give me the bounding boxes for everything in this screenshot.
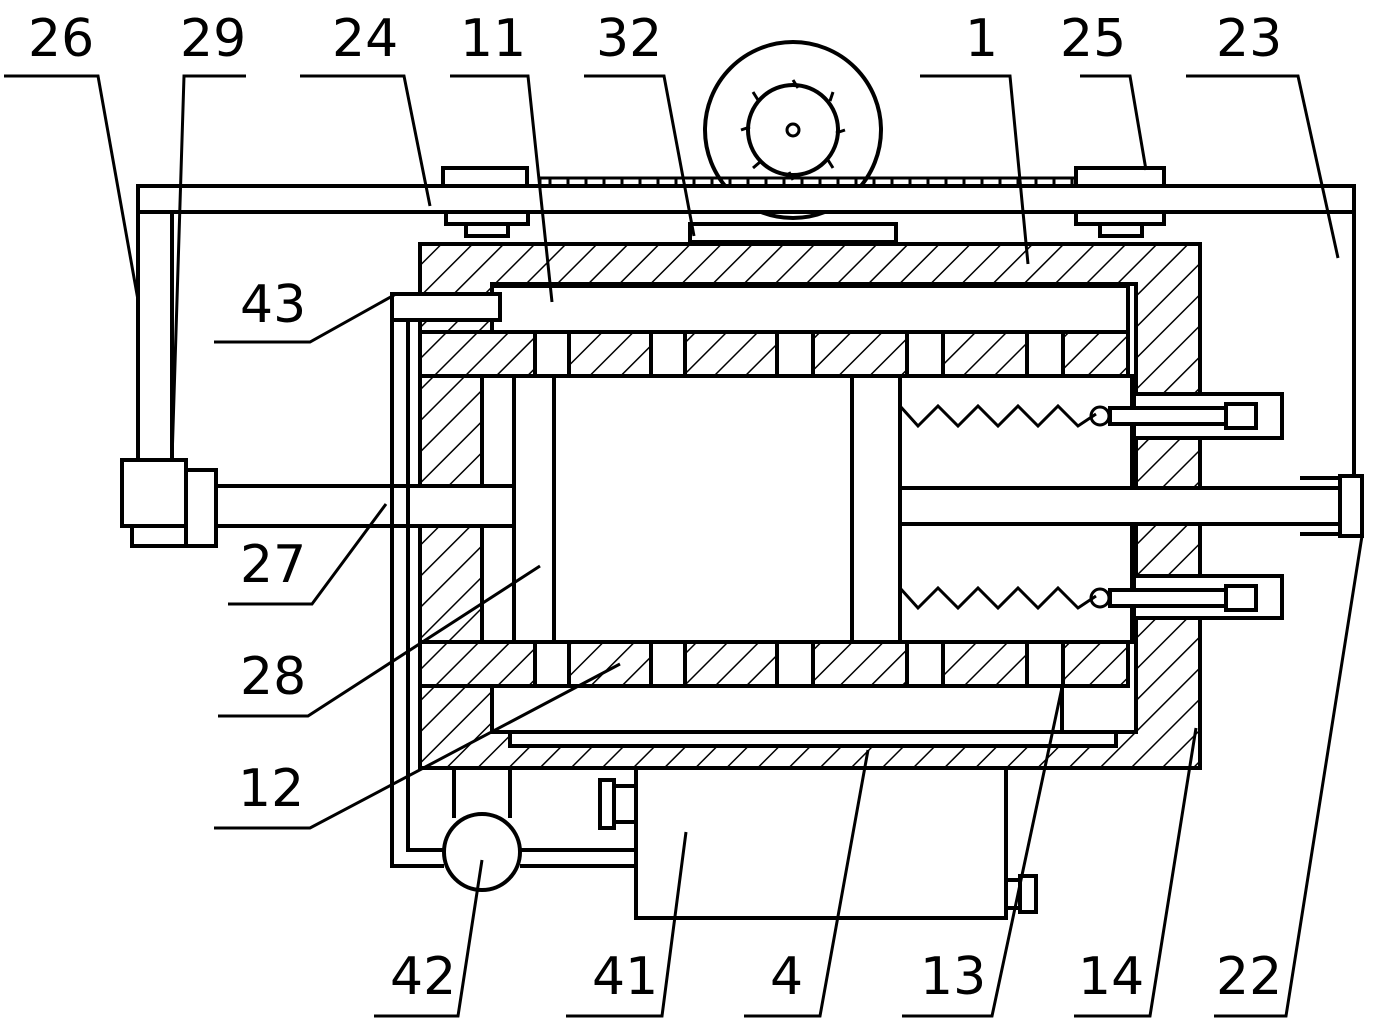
label-26: 26 xyxy=(28,9,94,69)
label-14: 14 xyxy=(1078,947,1144,1007)
label-11: 11 xyxy=(460,9,526,69)
bottom-labels: 42 41 4 13 14 22 xyxy=(390,947,1282,1007)
top-labels: 26 29 24 11 32 1 25 23 xyxy=(28,9,1282,69)
label-23: 23 xyxy=(1216,9,1282,69)
left-motor xyxy=(120,458,188,528)
label-41: 41 xyxy=(592,947,658,1007)
label-43: 43 xyxy=(240,275,306,335)
lower-cylinder xyxy=(1089,574,1284,620)
tank xyxy=(598,766,1038,920)
label-22: 22 xyxy=(1216,947,1282,1007)
leader-lines xyxy=(4,74,1364,1018)
right-shaft xyxy=(898,486,1342,526)
label-24: 24 xyxy=(332,9,398,69)
label-42: 42 xyxy=(390,947,456,1007)
label-27: 27 xyxy=(240,535,306,595)
label-4: 4 xyxy=(770,947,803,1007)
top-rail xyxy=(136,166,1356,244)
label-12: 12 xyxy=(238,759,304,819)
gear-wheel xyxy=(703,40,883,220)
label-13: 13 xyxy=(920,947,986,1007)
lower-spring xyxy=(898,585,1097,611)
upper-cylinder xyxy=(1089,392,1284,440)
label-32: 32 xyxy=(596,9,662,69)
upper-spring xyxy=(898,403,1097,429)
label-25: 25 xyxy=(1060,9,1126,69)
pump-circuit xyxy=(390,292,634,892)
left-labels: 43 27 28 12 xyxy=(238,275,306,819)
label-28: 28 xyxy=(240,647,306,707)
left-shaft xyxy=(214,484,516,528)
label-29: 29 xyxy=(180,9,246,69)
label-1: 1 xyxy=(965,9,998,69)
